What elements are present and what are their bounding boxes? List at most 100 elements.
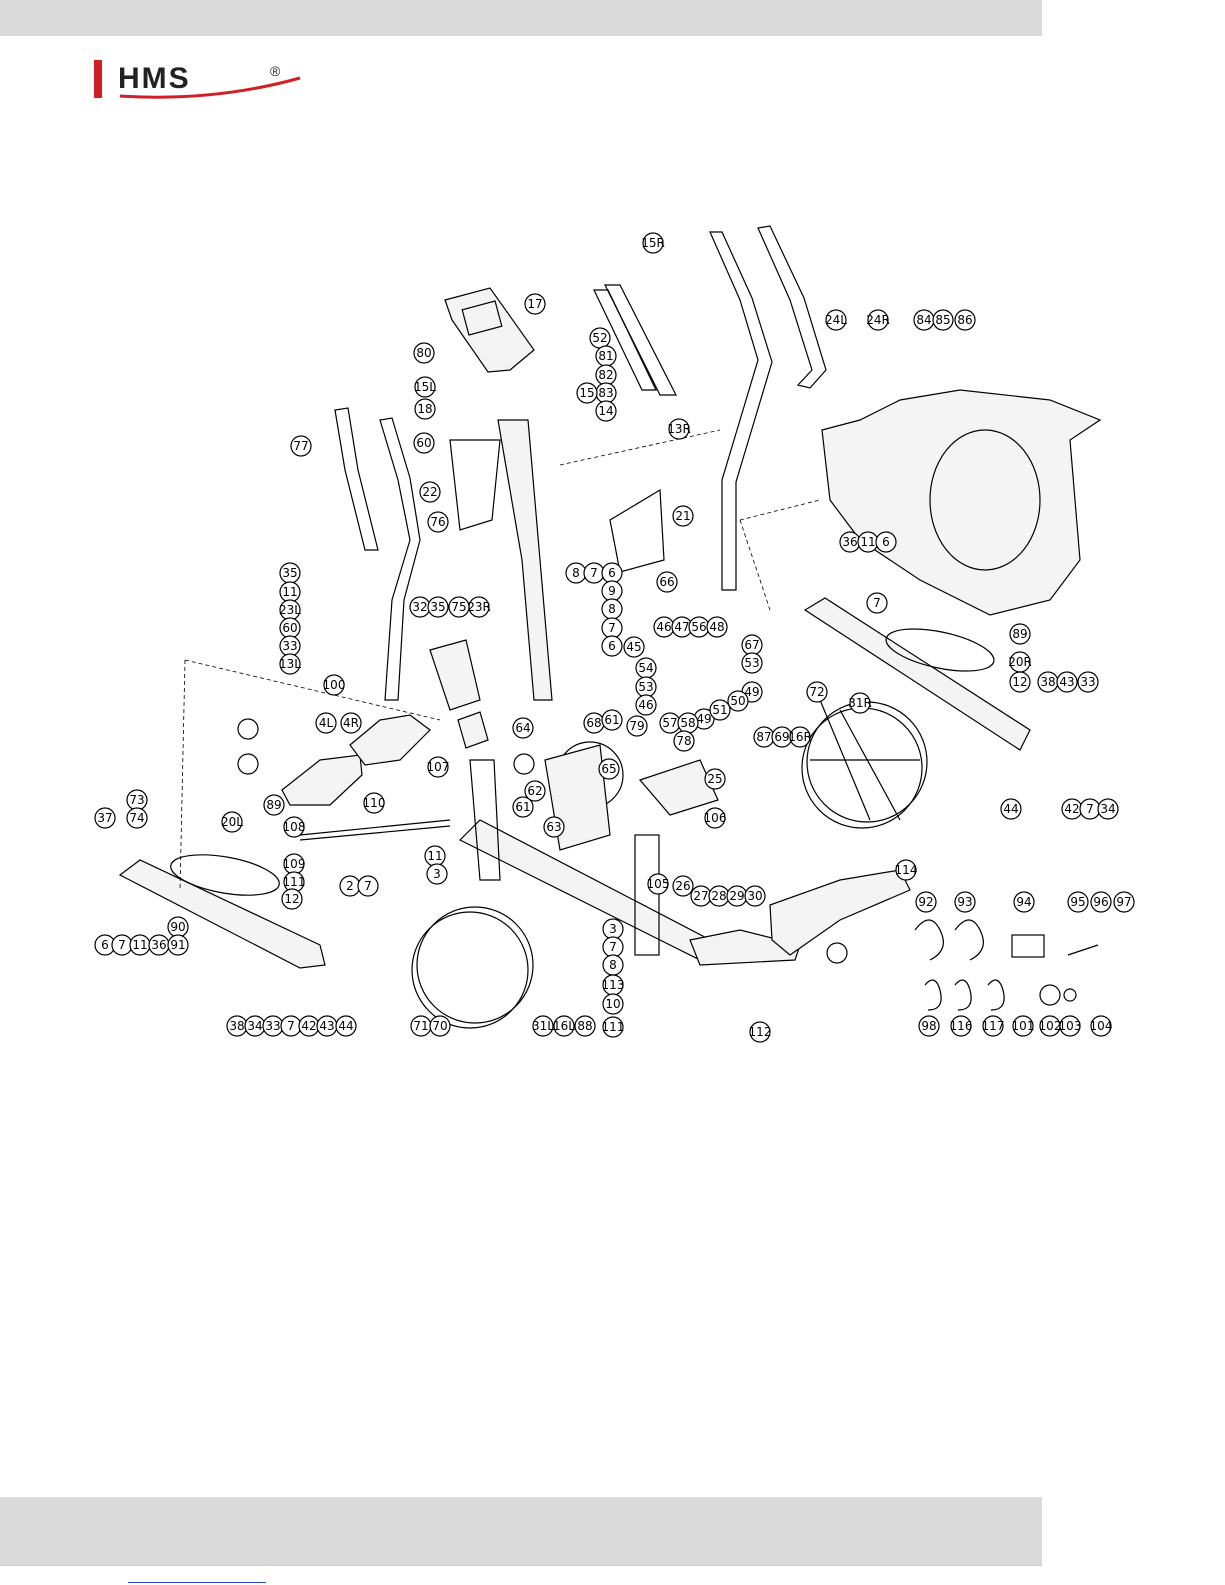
callout-label: 12 — [284, 892, 299, 906]
callout-label: 3 — [609, 922, 617, 936]
callout-21: 21 — [672, 505, 694, 527]
callout-label: 2 — [346, 879, 354, 893]
callout-label: 24L — [825, 313, 847, 327]
callout-17: 17 — [524, 293, 546, 315]
handlebar-sleeve — [593, 289, 657, 391]
callout-14: 14 — [595, 400, 617, 422]
callout-label: 86 — [957, 313, 972, 327]
callout-97: 97 — [1113, 891, 1135, 913]
callout-12b: 12 — [281, 888, 303, 910]
callout-52: 52 — [589, 327, 611, 349]
handlebar-sleeve-2 — [604, 284, 677, 396]
callout-33a: 33 — [279, 635, 301, 657]
callout-label: 26 — [675, 879, 690, 893]
front-stabilizer — [769, 869, 911, 956]
callout-label: 7 — [1086, 802, 1094, 816]
callout-80: 80 — [413, 342, 435, 364]
callout-66: 66 — [656, 571, 678, 593]
callout-label: 38 — [1040, 675, 1055, 689]
callout-25: 25 — [704, 768, 726, 790]
callout-label: 61 — [515, 800, 530, 814]
callout-60: 60 — [413, 432, 435, 454]
callout-label: 7 — [608, 621, 616, 635]
callout-label: 16L — [553, 1019, 575, 1033]
handlebar-left — [334, 407, 379, 551]
upright-post — [634, 834, 660, 956]
callout-label: 110 — [363, 796, 386, 810]
callout-46b: 46 — [635, 694, 657, 716]
callout-label: 44 — [1003, 802, 1018, 816]
callout-42b: 42 — [298, 1015, 320, 1037]
callout-43b: 43 — [316, 1015, 338, 1037]
callout-blank-3 — [513, 753, 535, 775]
callout-11d: 11 — [129, 934, 151, 956]
callout-label: 7 — [287, 1019, 295, 1033]
rear-shroud — [821, 389, 1102, 616]
callout-label: 100 — [323, 678, 346, 692]
callout-label: 96 — [1093, 895, 1108, 909]
callout-13R: 13R — [667, 418, 691, 440]
callout-label: 58 — [680, 716, 695, 730]
callout-44b: 44 — [335, 1015, 357, 1037]
callout-78: 78 — [673, 730, 695, 752]
callout-label: 76 — [430, 515, 445, 529]
callout-label: 104 — [1090, 1019, 1113, 1033]
callout-label: 42 — [1064, 802, 1079, 816]
callout-label: 43 — [1059, 675, 1074, 689]
callout-label: 7 — [590, 566, 598, 580]
flywheel-left-back — [411, 911, 529, 1029]
callout-label: 74 — [129, 811, 144, 825]
callout-7a: 7 — [583, 562, 605, 584]
pedal-right — [885, 628, 995, 672]
callout-108: 108 — [283, 816, 306, 838]
callout-68: 68 — [583, 712, 605, 734]
callout-label: 64 — [515, 721, 530, 735]
callout-7g: 7 — [602, 936, 624, 958]
sleeve-64 — [457, 711, 489, 749]
callout-48: 48 — [706, 616, 728, 638]
shroud-opening — [929, 429, 1041, 571]
callout-label: 78 — [676, 734, 691, 748]
callout-label: 90 — [170, 920, 185, 934]
callout-label: 6 — [101, 938, 109, 952]
callout-36b: 36 — [148, 934, 170, 956]
callout-label: 117 — [982, 1019, 1005, 1033]
callout-label: 7 — [873, 596, 881, 610]
callout-23R: 23R — [467, 596, 491, 618]
callout-label: 113 — [602, 978, 625, 992]
callout-label: 13L — [279, 657, 301, 671]
callout-label: 73 — [129, 793, 144, 807]
callout-label: 66 — [659, 575, 674, 589]
callout-label: 53 — [638, 680, 653, 694]
callout-label: 16R — [788, 730, 812, 744]
callout-label: 62 — [527, 784, 542, 798]
callout-63: 63 — [543, 816, 565, 838]
callout-38a: 38 — [1037, 671, 1059, 693]
callout-label: 3 — [433, 867, 441, 881]
callout-label: 94 — [1016, 895, 1031, 909]
callout-113: 113 — [602, 974, 625, 996]
cable-92 — [914, 919, 944, 961]
callout-35b: 35 — [427, 596, 449, 618]
callout-81: 81 — [595, 345, 617, 367]
callout-label: 50 — [730, 694, 745, 708]
guide-3 — [559, 429, 721, 466]
seat-tube — [469, 759, 501, 881]
callout-label: 84 — [916, 313, 931, 327]
cable-98 — [924, 979, 942, 1011]
callout-label: 93 — [957, 895, 972, 909]
cable-116 — [954, 979, 972, 1011]
callout-4R: 4R — [340, 712, 362, 734]
callout-label: 49 — [696, 712, 711, 726]
callout-64: 64 — [512, 717, 534, 739]
callout-label: 67 — [744, 638, 759, 652]
callout-label: 24R — [866, 313, 890, 327]
callout-6a: 6 — [601, 562, 623, 584]
callout-label: 108 — [283, 820, 306, 834]
callout-33c: 33 — [262, 1015, 284, 1037]
callout-label: 52 — [592, 331, 607, 345]
callout-label: 60 — [416, 436, 431, 450]
callout-84: 84 — [913, 309, 935, 331]
callout-label: 89 — [1012, 627, 1027, 641]
footer-link-underline[interactable] — [128, 1582, 266, 1583]
